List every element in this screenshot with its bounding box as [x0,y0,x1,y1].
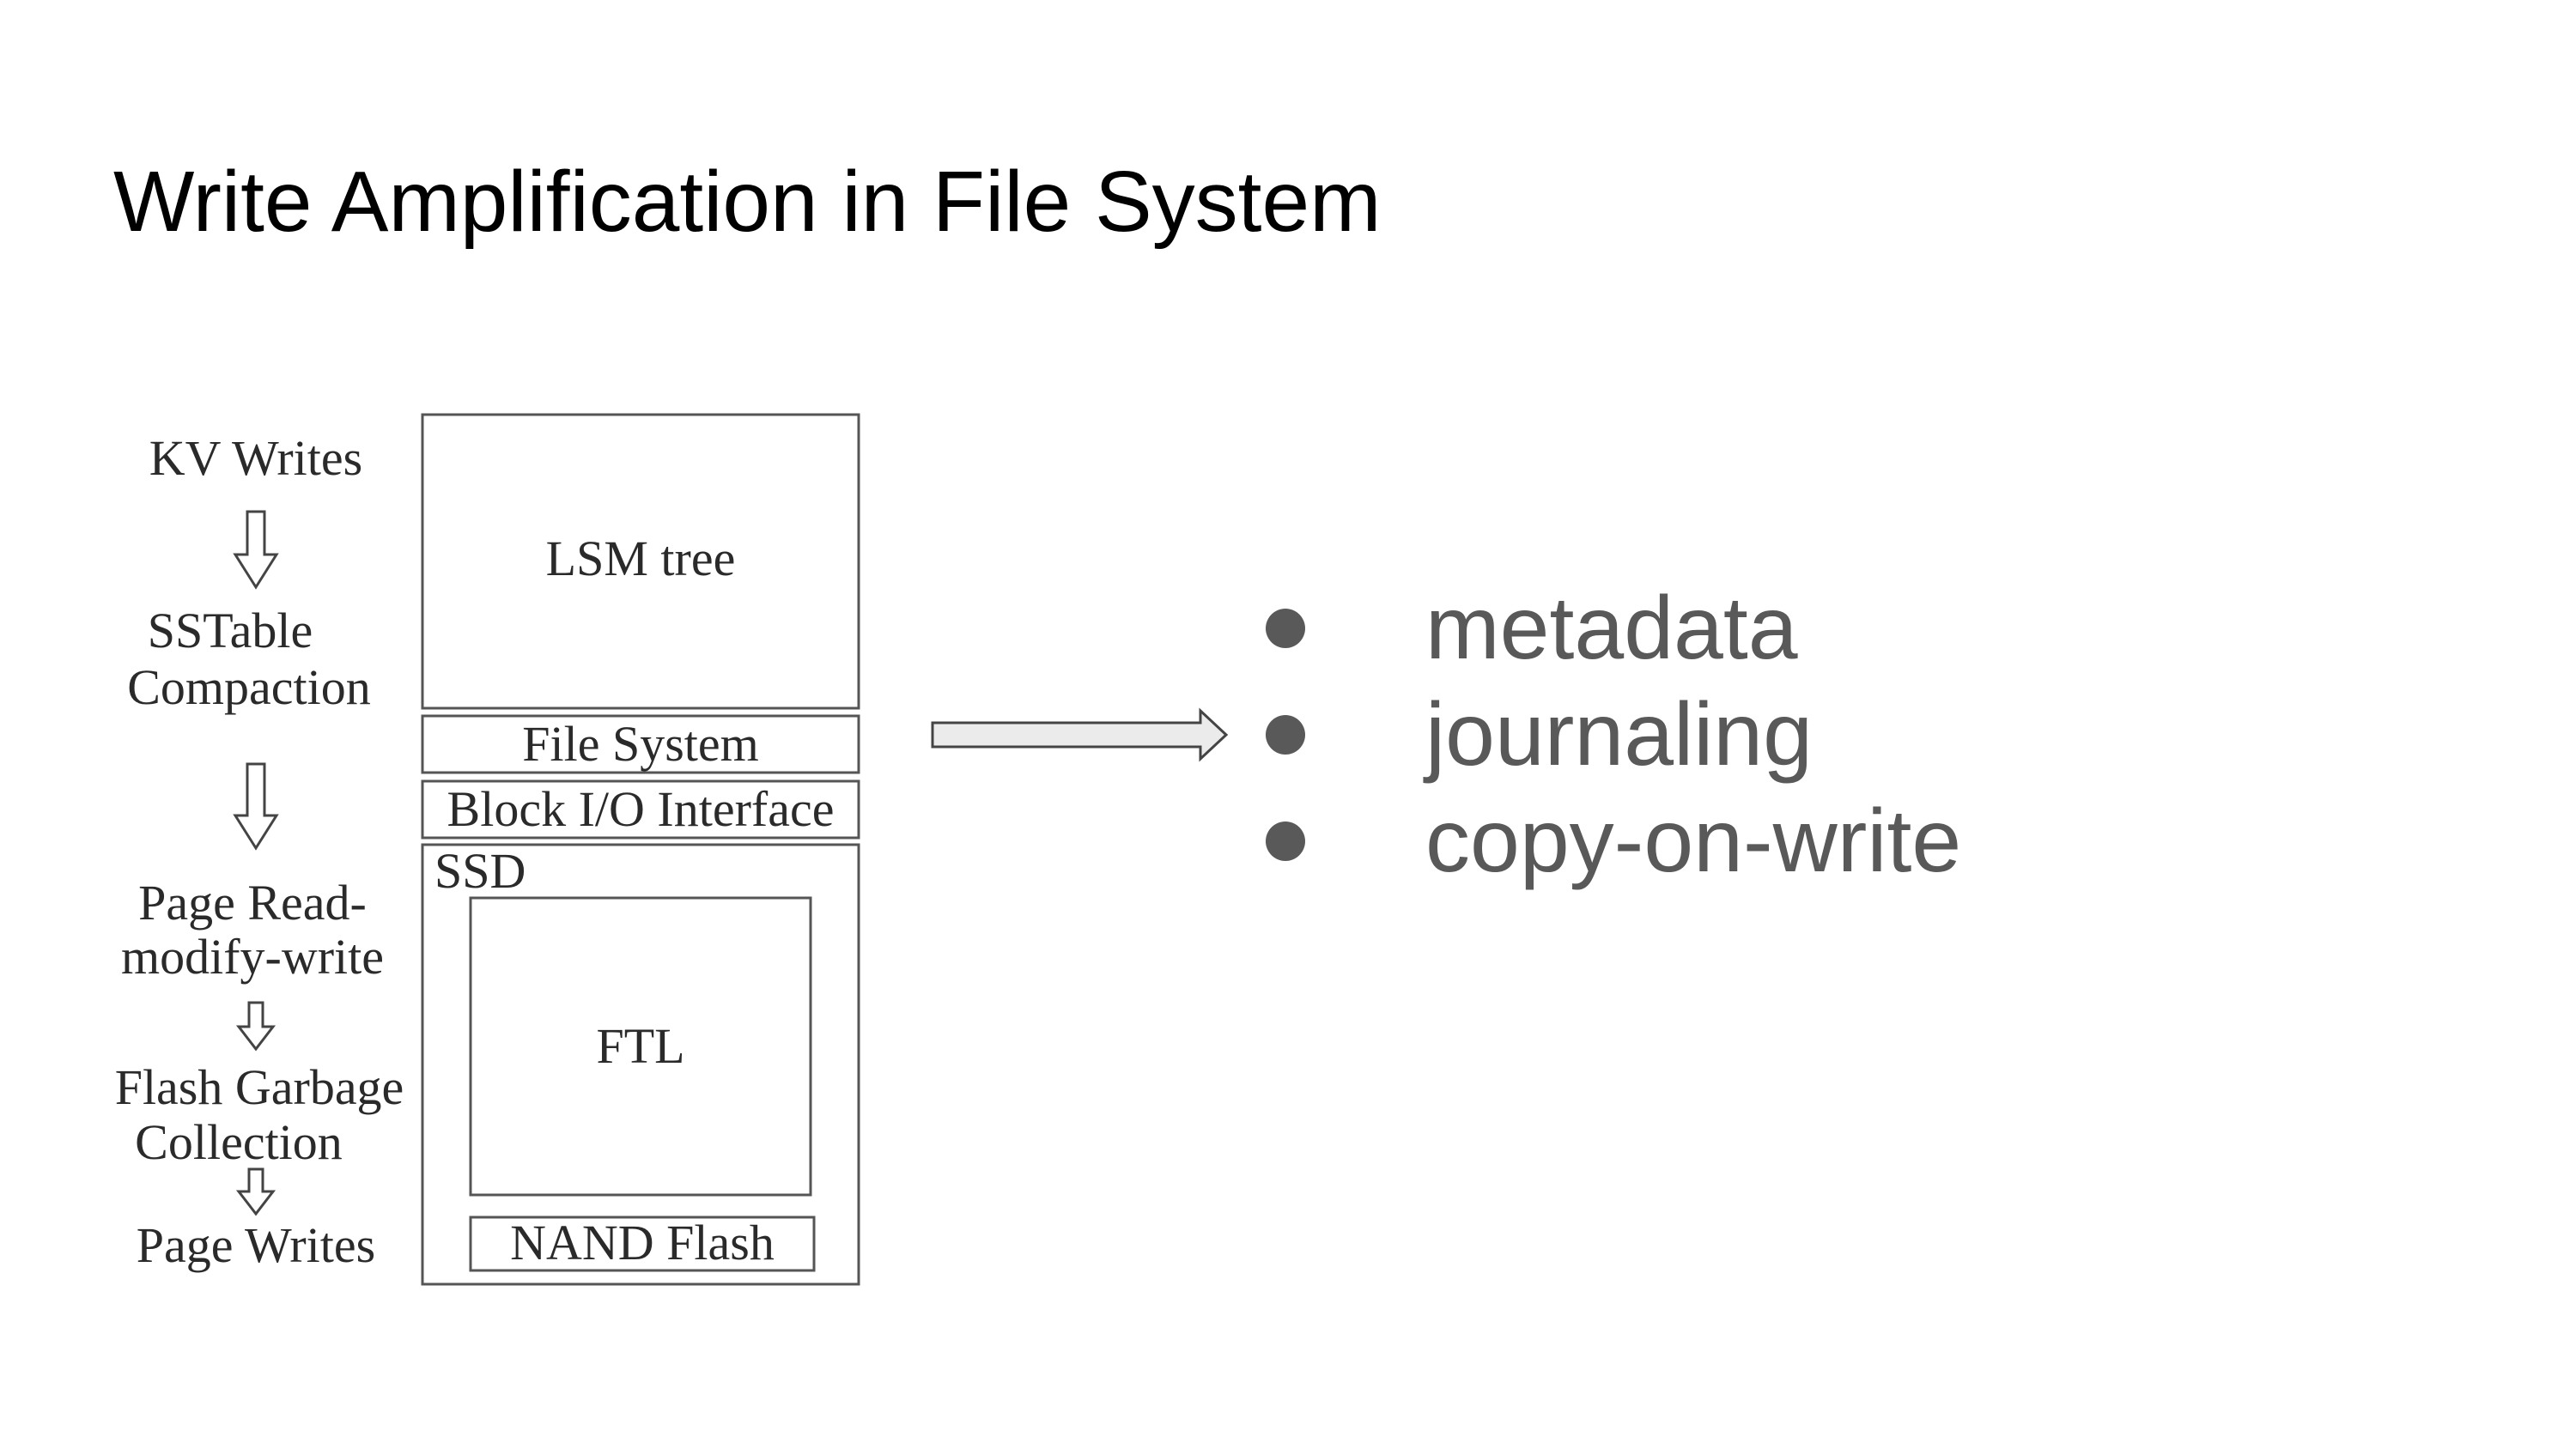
bullet-dot-icon [1266,822,1305,861]
ssd-label: SSD [434,843,526,899]
flow-step-sstable: SSTable [148,603,313,658]
bullet-dot-icon [1266,609,1305,648]
flow-step-flash-garbage: Flash Garbage [115,1059,404,1115]
flow-step-modify-write: modify-write [121,929,384,985]
bullet-list: metadata journaling copy-on-write [1254,575,1961,894]
flow-step-page-read: Page Read- [138,875,367,931]
ftl-box [469,896,812,1197]
flow-step-kv-writes: KV Writes [149,430,362,486]
down-arrow-1-icon [233,510,279,590]
block-io-box [421,779,860,840]
right-arrow-icon [931,707,1229,762]
down-arrow-3-icon [235,1001,276,1052]
bullet-text: journaling [1425,685,1813,785]
ftl-label: FTL [596,1018,684,1074]
lsm-tree-box [421,413,860,710]
down-arrow-4-icon [235,1167,276,1216]
bullet-item: journaling [1254,682,1961,788]
file-system-label: File System [522,716,759,772]
bullet-item: metadata [1254,575,1961,682]
nand-flash-label: NAND Flash [510,1215,775,1270]
lsm-tree-label: LSM tree [546,530,736,586]
file-system-box [421,714,860,774]
bullet-item: copy-on-write [1254,788,1961,894]
bullet-text: metadata [1425,579,1798,678]
bullet-dot-icon [1266,715,1305,755]
flow-step-collection: Collection [135,1114,343,1170]
flow-step-compaction: Compaction [127,659,371,715]
down-arrow-2-icon [233,762,279,851]
bullet-text: copy-on-write [1425,791,1962,891]
block-io-label: Block I/O Interface [447,781,835,837]
slide-title: Write Amplification in File System [113,154,1382,250]
flow-step-page-writes: Page Writes [137,1217,375,1273]
nand-flash-box [469,1216,816,1272]
